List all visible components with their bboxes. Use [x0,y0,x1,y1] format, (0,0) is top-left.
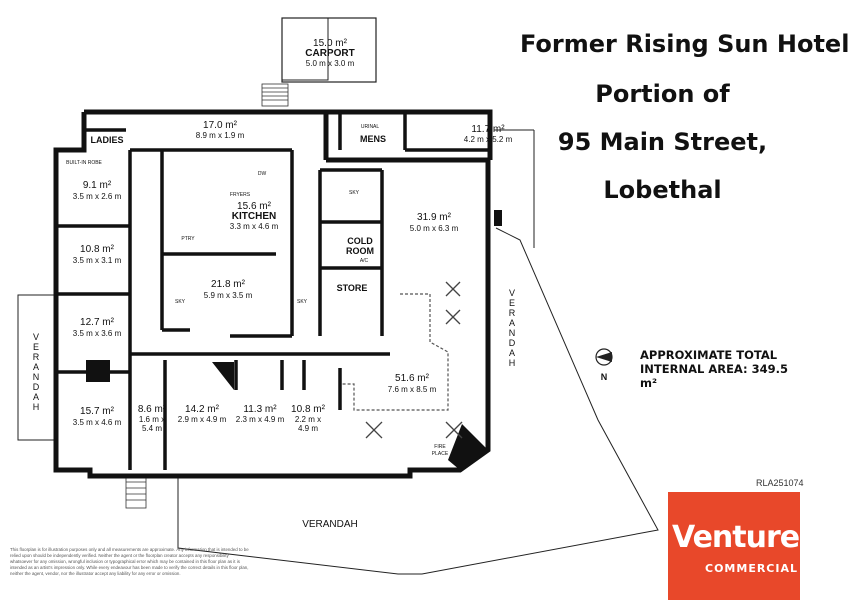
svg-text:A: A [509,348,515,358]
bed-10-8-area: 10.8 m² [80,244,115,255]
verandah-vertical-labels: V E R A N D A H V E R A N D A H [33,288,516,412]
title-line-3: 95 Main Street, [557,128,768,156]
hall-top-dims: 8.9 m x 1.9 m [196,131,245,140]
svg-text:R: R [33,352,40,362]
reference-code: RLA251074 [756,478,804,488]
svg-text:N: N [33,372,40,382]
carport-name: CARPORT [305,48,354,59]
bed-15-7-dims: 3.5 m x 4.6 m [73,418,122,427]
bed-9-1-dims: 3.5 m x 2.6 m [73,192,122,201]
exterior-walls [53,109,493,479]
cold-room-label: COLD [347,236,373,246]
room-14-2-area: 14.2 m² [185,404,220,415]
fire-place-label-2: PLACE [432,451,449,457]
logo-brand: Venture [672,520,800,555]
room-21-8-area: 21.8 m² [211,279,246,290]
total-area-value: INTERNAL AREA: 349.5 m² [640,362,789,390]
svg-text:D: D [33,382,40,392]
svg-text:A: A [33,392,39,402]
hall-top-area: 17.0 m² [203,120,238,131]
room-11-7-dims: 4.2 m x 5.2 m [464,135,513,144]
verandah-right-v: V [509,288,515,298]
ceiling-fans [365,281,463,439]
room-10-8b-dims-2: 4.9 m [298,424,318,433]
total-area-box: APPROXIMATE TOTAL INTERNAL AREA: 349.5 m… [640,348,800,390]
ladies-label: LADIES [90,135,123,145]
carport-area: 15.0 m² [313,38,348,49]
compass-label: N [601,372,608,382]
room-31-9-area: 31.9 m² [417,212,452,223]
title-line-2: Portion of [595,80,730,108]
fire-place-label: FIRE [434,444,446,450]
verandah-left-v: V [33,332,39,342]
sky-label-3: SKY [349,190,360,196]
chimney-right [494,210,502,226]
kitchen-dims: 3.3 m x 4.6 m [230,222,279,231]
room-11-3-area: 11.3 m² [243,404,277,415]
svg-text:D: D [509,338,516,348]
verandah-bottom-label: VERANDAH [302,519,358,530]
room-8-6-dims-2: 5.4 m [142,424,162,433]
pantry-label: PTRY [181,236,195,242]
dw-label: DW [258,171,267,177]
venture-logo: Venture COMMERCIAL [668,492,800,600]
bed-9-1-area: 9.1 m² [83,180,112,191]
cold-room-label-2: ROOM [346,246,374,256]
bar-counter [342,293,449,411]
urinal-label: URINAL [361,124,380,130]
room-51-6-dims: 7.6 m x 8.5 m [388,385,437,394]
store-label: STORE [337,283,368,293]
fireplace-block [448,424,488,470]
room-21-8-dims: 5.9 m x 3.5 m [204,291,253,300]
ac-label: A/C [360,258,369,264]
room-11-3-dims: 2.3 m x 4.9 m [236,415,285,424]
carport-dims: 5.0 m x 3.0 m [306,59,355,68]
fireplace-block-left [86,360,110,382]
room-14-2-dims: 2.9 m x 4.9 m [178,415,227,424]
floor-plan-drawing: 15.0 m² CARPORT 5.0 m x 3.0 m 17.0 m² 8.… [17,17,659,575]
title-line-1: Former Rising Sun Hotel [520,30,849,58]
total-area-label: APPROXIMATE TOTAL [640,348,778,362]
compass-icon [595,348,613,366]
fryers-label: FRYERS [230,192,251,198]
room-8-6-area: 8.6 m² [138,404,167,415]
svg-text:A: A [33,362,39,372]
room-10-8b-dims: 2.2 m x [295,415,321,424]
stairs-top [261,83,289,107]
disclaimer-text: This floorplan is for illustration purpo… [10,547,249,576]
svg-text:E: E [509,298,515,308]
kitchen-area: 15.6 m² [237,201,272,212]
bed-10-8-dims: 3.5 m x 3.1 m [73,256,122,265]
bed-15-7-area: 15.7 m² [80,406,115,417]
room-11-7-area: 11.7 m² [471,124,505,135]
stairs-bottom [125,475,147,509]
bed-12-7-dims: 3.5 m x 3.6 m [73,329,122,338]
sky-label-2: SKY [297,299,308,305]
logo-sub: COMMERCIAL [705,562,798,575]
svg-text:H: H [509,358,516,368]
sky-label-1: SKY [175,299,186,305]
title-line-4: Lobethal [603,176,722,204]
carport-outline [281,17,377,83]
room-labels: 15.0 m² CARPORT 5.0 m x 3.0 m 17.0 m² 8.… [66,38,512,530]
kitchen-name: KITCHEN [232,211,276,222]
floorplan-page: 15.0 m² CARPORT 5.0 m x 3.0 m 17.0 m² 8.… [10,17,849,600]
room-51-6-area: 51.6 m² [395,373,430,384]
bed-12-7-area: 12.7 m² [80,317,115,328]
svg-text:N: N [509,328,516,338]
svg-text:E: E [33,342,39,352]
room-8-6-dims: 1.6 m x [139,415,165,424]
built-in-robe-label: BUILT-IN ROBE [66,160,102,166]
wall-block [212,362,234,390]
svg-text:A: A [509,318,515,328]
svg-text:H: H [33,402,40,412]
svg-text:R: R [509,308,516,318]
room-31-9-dims: 5.0 m x 6.3 m [410,224,459,233]
room-10-8b-area: 10.8 m² [291,404,326,415]
mens-label: MENS [360,134,386,144]
